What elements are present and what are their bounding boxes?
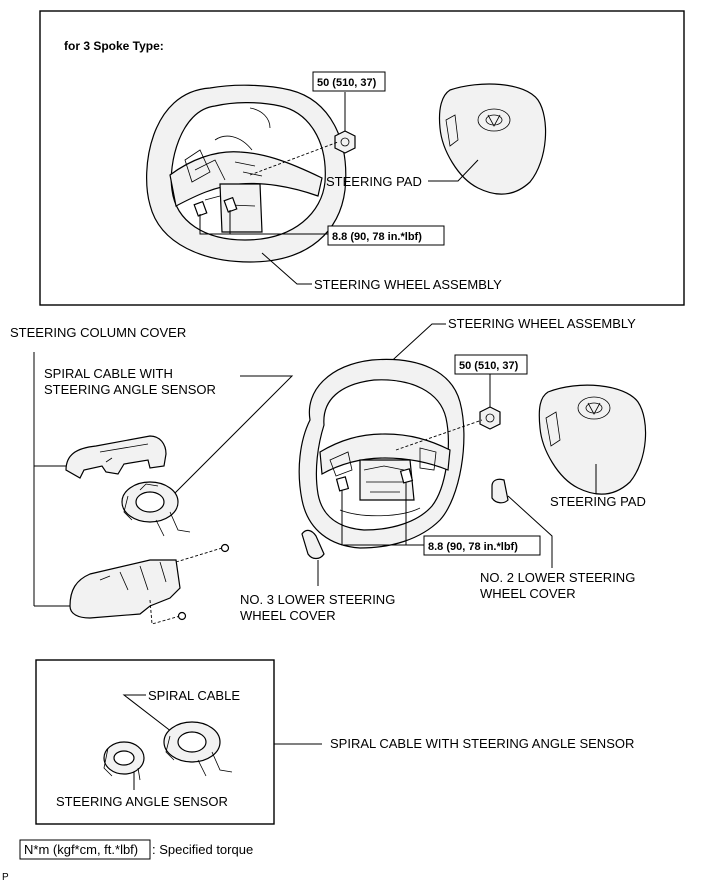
- three-spoke-wheel-assembly-label: STEERING WHEEL ASSEMBLY: [314, 277, 502, 292]
- three-spoke-nut: [334, 130, 356, 154]
- main-screw-torque-box: [423, 535, 541, 556]
- main-nut: [479, 406, 501, 430]
- lower-cover-screw-2: [177, 611, 187, 621]
- upper-column-cover: [65, 435, 167, 479]
- main-nut-axis: [395, 419, 483, 451]
- main-screw-bracket: [341, 482, 424, 546]
- no3-lower-cover-label-line2: WHEEL COVER: [240, 608, 336, 623]
- spiral-cable-label: SPIRAL CABLE: [148, 688, 240, 703]
- main-screw-torque: 8.8 (90, 78 in.*lbf): [428, 541, 518, 553]
- legend-text: : Specified torque: [152, 842, 253, 857]
- three-spoke-steering-pad-leader: [428, 159, 479, 182]
- no2-lower-cover-leader: [507, 495, 553, 568]
- three-spoke-screw-torque: 8.8 (90, 78 in.*lbf): [332, 231, 422, 243]
- spiral-cable-with-sensor-leader: [159, 375, 294, 509]
- three-spoke-screw-torque-box: [327, 225, 445, 246]
- spiral-cable-with-sensor-label-line1: SPIRAL CABLE WITH: [44, 366, 173, 381]
- legend-unit: N*m (kgf*cm, ft.*lbf): [24, 842, 138, 857]
- no3-lower-cover-label-line1: NO. 3 LOWER STEERING: [240, 592, 395, 607]
- main-steering-pad-label: STEERING PAD: [550, 494, 646, 509]
- three-spoke-steering-pad-label: STEERING PAD: [326, 174, 422, 189]
- main-nut-torque: 50 (510, 37): [459, 360, 519, 372]
- spiral-cable-inset-frame: [35, 659, 275, 825]
- no3-lower-steering-wheel-cover: [301, 529, 325, 560]
- main-steering-pad: [538, 384, 647, 495]
- three-spoke-nut-torque: 50 (510, 37): [317, 77, 377, 89]
- main-wheel-assembly-leader: [383, 323, 446, 369]
- no2-lower-cover-label-line1: NO. 2 LOWER STEERING: [480, 570, 635, 585]
- three-spoke-screw-bracket: [199, 210, 328, 235]
- three-spoke-wheel-assembly-leader: [261, 252, 312, 285]
- three-spoke-inset-frame: [39, 10, 685, 306]
- main-steering-wheel: [298, 358, 465, 549]
- main-wheel-assembly-label: STEERING WHEEL ASSEMBLY: [448, 316, 636, 331]
- spiral-cable-leader: [122, 694, 173, 733]
- spiral-cable-with-sensor-label-line2: STEERING ANGLE SENSOR: [44, 382, 216, 397]
- three-spoke-steering-pad: [438, 83, 547, 195]
- lower-cover-screw-1: [220, 543, 230, 553]
- steering-column-cover-label: STEERING COLUMN COVER: [10, 325, 186, 340]
- steering-column-cover-bracket: [33, 352, 72, 607]
- inset-spiral-cable: [163, 721, 233, 777]
- three-spoke-nut-axis: [249, 141, 339, 176]
- inset-title: for 3 Spoke Type:: [64, 39, 164, 53]
- no2-lower-cover-label-line2: WHEEL COVER: [480, 586, 576, 601]
- steering-angle-sensor-label: STEERING ANGLE SENSOR: [56, 794, 228, 809]
- lower-cover-screw-axis-1: [175, 547, 223, 563]
- main-nut-torque-box: [454, 354, 528, 375]
- spiral-cable-with-sensor-full-label: SPIRAL CABLE WITH STEERING ANGLE SENSOR: [330, 736, 634, 751]
- three-spoke-steering-wheel: [146, 84, 347, 263]
- legend-unit-box: [19, 839, 151, 860]
- corner-mark: P: [2, 872, 9, 882]
- inset-steering-angle-sensor: [103, 741, 145, 781]
- spiral-cable-assembly: [121, 481, 191, 537]
- lower-column-cover: [69, 559, 181, 619]
- no2-lower-steering-wheel-cover: [491, 478, 509, 504]
- three-spoke-nut-torque-box: [312, 71, 386, 92]
